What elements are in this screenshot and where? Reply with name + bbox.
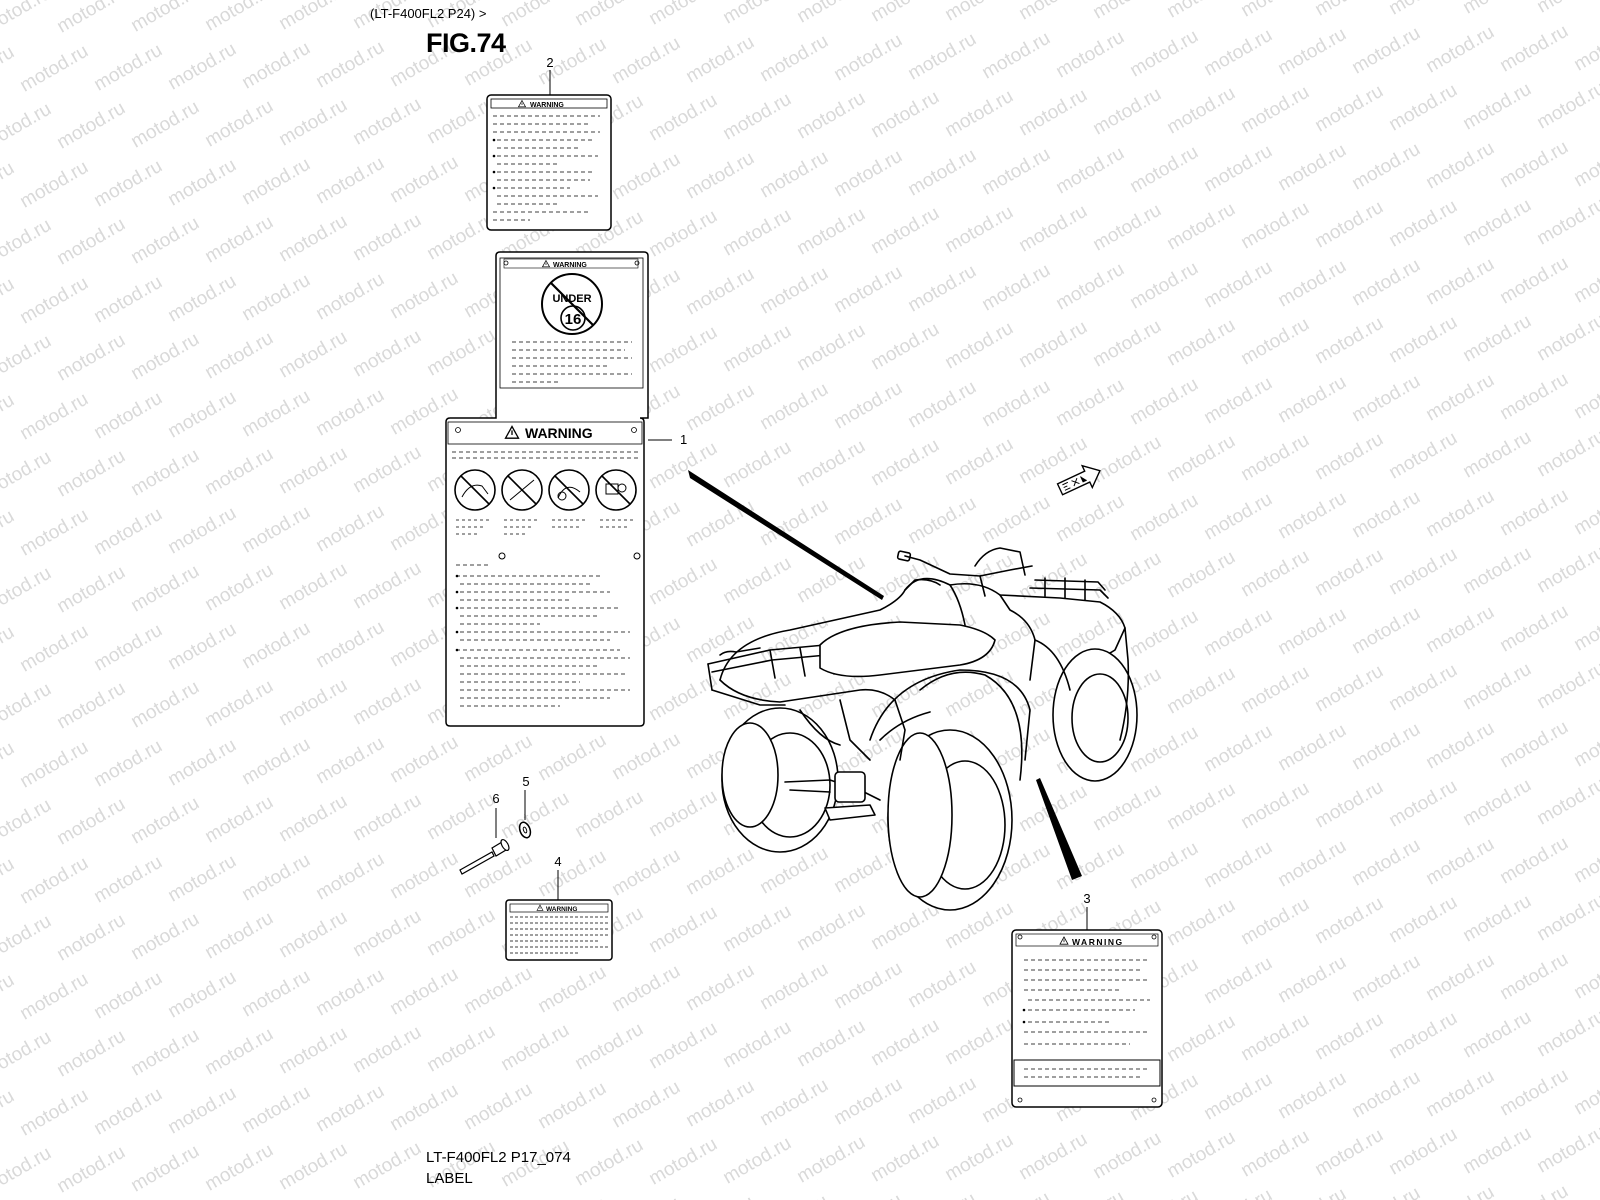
- label-3-warning-sticker: WARNING: [1011, 929, 1163, 1108]
- label-1-warning-sticker: WARNING UNDER 16 WARNING: [445, 251, 649, 727]
- front-arrow-icon: [1056, 464, 1101, 496]
- callout-6: 6: [492, 791, 499, 806]
- label-4-warning-sticker: WARNING: [505, 899, 613, 961]
- label-3-warning-text: WARNING: [1072, 937, 1124, 947]
- label-2-warning-sticker: WARNING: [486, 94, 612, 231]
- callout-5: 5: [522, 774, 529, 789]
- callout-3: 3: [1083, 891, 1090, 906]
- diagram-code: LT-F400FL2 P17_074: [426, 1149, 571, 1166]
- diagram-subtitle: (LT-F400FL2 P24) >: [370, 6, 487, 21]
- label-1-lower-warning-text: WARNING: [525, 425, 593, 441]
- leader-label-3: [1036, 778, 1082, 880]
- label-1-upper-warning-text: WARNING: [553, 262, 587, 269]
- label-4-warning-text: WARNING: [546, 906, 577, 913]
- age-limit-top-text: UNDER: [552, 293, 591, 305]
- atv-illustration: [707, 547, 1138, 911]
- prohibition-pictograms: [454, 469, 637, 511]
- diagram-name: LABEL: [426, 1170, 473, 1187]
- figure-title: FIG.74: [426, 28, 506, 58]
- callout-2: 2: [546, 55, 553, 70]
- leader-label-1: [688, 470, 884, 600]
- label-2-warning-text: WARNING: [530, 102, 564, 109]
- callout-4: 4: [554, 854, 561, 869]
- under-16-prohibition-icon: UNDER 16: [541, 273, 603, 335]
- callout-1: 1: [680, 432, 687, 447]
- age-limit-number-text: 16: [565, 311, 582, 328]
- part-5-washer: [518, 821, 532, 839]
- part-6-rivet: [459, 838, 510, 875]
